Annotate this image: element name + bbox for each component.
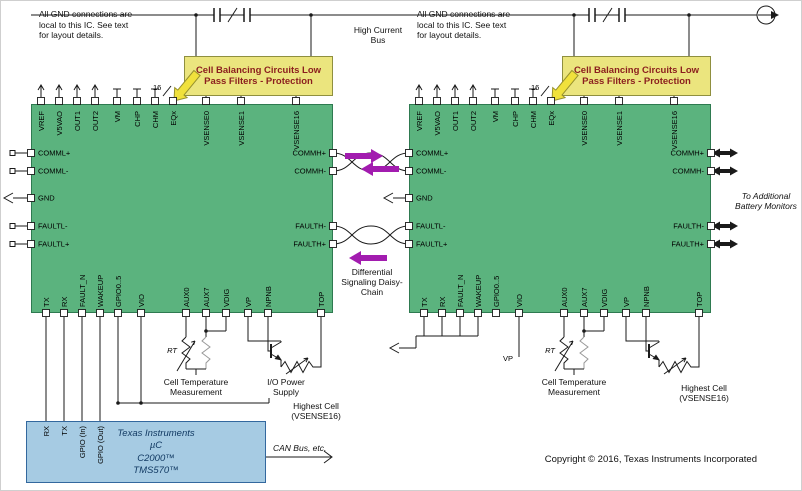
- daisy-out-arrow: [711, 166, 739, 176]
- temp-network-left: [176, 316, 227, 376]
- highest-cell-label-right: Highest Cell (VSENSE16): [679, 383, 729, 404]
- high-current-bus-label: High Current Bus: [353, 25, 403, 46]
- temp-network-right: [554, 316, 605, 376]
- gnd-arrow-left: [3, 192, 14, 204]
- vsense-stubs-left: [205, 95, 297, 101]
- purple-arrow-right-icon: [344, 148, 384, 164]
- comm-twisted-pair: [332, 152, 410, 172]
- npn-network-right: [625, 316, 700, 375]
- bus-width-label: 16: [531, 83, 539, 92]
- daisy-out-arrow: [711, 148, 739, 158]
- fault-twisted-pair: [332, 225, 410, 245]
- cell-temp-label-left: Cell Temperature Measurement: [163, 377, 229, 398]
- purple-arrow-left-icon: [348, 250, 388, 266]
- battery-monitor-ic-left: [31, 104, 333, 313]
- cell-balancing-block-left: Cell Balancing Circuits Low Pass Filters…: [184, 56, 333, 96]
- purple-arrow-left-icon: [360, 161, 400, 177]
- copyright-text: Copyright © 2016, Texas Instruments Inco…: [544, 454, 757, 465]
- supply-arrows-right: [415, 84, 538, 98]
- gnd-arrow-right: [383, 192, 394, 204]
- mcu-wires: [45, 317, 101, 421]
- mcu-line-c2000: C2000™: [137, 452, 175, 464]
- can-bus-label: CAN Bus, etc.: [273, 443, 327, 453]
- vp-label: VP: [503, 354, 513, 363]
- vsense-stubs-right: [583, 95, 675, 101]
- left-ic-open-stubs: [13, 152, 27, 245]
- current-source-symbol: [756, 5, 776, 25]
- rt-label: RT: [545, 346, 556, 355]
- microcontroller-text: Texas Instruments µC C2000™ TMS570™: [76, 428, 236, 477]
- bundle-arrow: [389, 342, 400, 354]
- right-ic-uart-bundle: [399, 317, 479, 349]
- mcu-line-vendor: Texas Instruments: [117, 428, 195, 439]
- to-additional-monitors-label: To Additional Battery Monitors: [735, 191, 797, 212]
- cell-balancing-block-right: Cell Balancing Circuits Low Pass Filters…: [562, 56, 711, 96]
- gnd-note-left: All GND connections are local to this IC…: [39, 9, 133, 41]
- daisy-out-arrow: [711, 221, 739, 231]
- mcu-line-uc: µC: [149, 440, 163, 452]
- cell-balancing-label: Cell Balancing Circuits Low Pass Filters…: [195, 64, 322, 87]
- io-power-supply-label: I/O Power Supply: [267, 377, 305, 398]
- capacitor-symbols-right: [588, 7, 626, 23]
- daisy-out-arrow: [711, 239, 739, 249]
- rt-label: RT: [167, 346, 178, 355]
- supply-arrows-left: [37, 84, 160, 98]
- mcu-line-tms570: TMS570™: [133, 465, 179, 477]
- npn-network-left: [247, 316, 322, 375]
- highest-cell-label-left: Highest Cell (VSENSE16): [291, 401, 341, 422]
- daisy-chain-label: Differential Signaling Daisy-Chain: [341, 267, 403, 298]
- battery-monitor-ic-right: [409, 104, 711, 313]
- bus-width-label: 16: [153, 83, 161, 92]
- gnd-note-right: All GND connections are local to this IC…: [417, 9, 511, 41]
- cell-balancing-label: Cell Balancing Circuits Low Pass Filters…: [573, 64, 700, 87]
- capacitor-symbols-left: [213, 7, 251, 23]
- microcontroller-block: [26, 421, 266, 483]
- cell-temp-label-right: Cell Temperature Measurement: [541, 377, 607, 398]
